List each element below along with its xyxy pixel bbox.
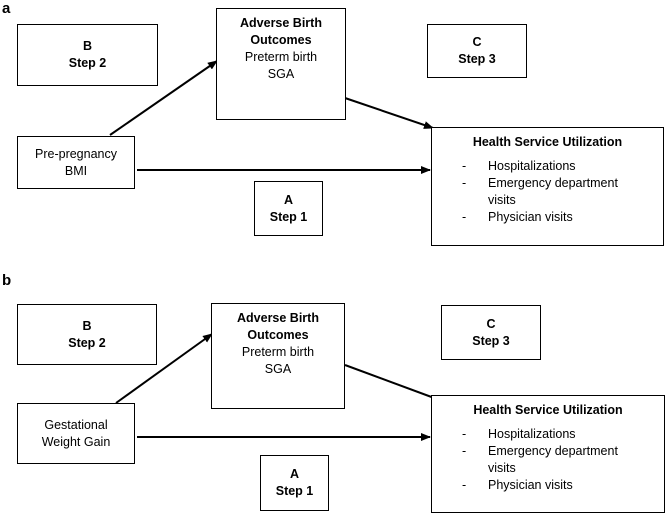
step-c-label: Step 3: [472, 333, 510, 348]
arrow-outcomes-to-utilization: [344, 97, 434, 129]
exposure-line1: Pre-pregnancy: [35, 146, 117, 161]
step-a-box: A Step 1: [260, 455, 329, 511]
exposure-box: Pre-pregnancy BMI: [17, 136, 135, 189]
step-c-box: C Step 3: [427, 24, 527, 78]
outcome-preterm-birth: Preterm birth: [241, 345, 315, 359]
panel-b: b B Step 2 Adverse Birth Outcomes Preter…: [0, 272, 669, 529]
adverse-birth-outcomes-box: Adverse Birth Outcomes Preterm birth SGA: [216, 8, 346, 120]
arrows-a: [109, 60, 434, 174]
outcomes-title-line2: Outcomes: [247, 328, 309, 342]
step-c-letter: C: [486, 316, 496, 331]
utilization-item-physician: - Physician visits: [462, 210, 573, 224]
exposure-line2: BMI: [64, 163, 88, 178]
step-b-label: Step 2: [68, 56, 107, 70]
arrow-exposure-to-outcomes: [115, 333, 213, 404]
health-service-utilization-box: Health Service Utilization - Hospitaliza…: [431, 395, 665, 513]
outcomes-title-line1: Adverse Birth: [240, 16, 322, 30]
outcomes-title-line1: Adverse Birth: [237, 311, 319, 325]
utilization-item-hospitalizations: - Hospitalizations: [462, 427, 576, 441]
panel-a: a B Step 2 Adverse Birth Outcomes Preter…: [0, 0, 669, 257]
arrow-exposure-to-outcomes: [109, 60, 218, 136]
step-c-letter: C: [472, 35, 482, 49]
step-a-letter: A: [289, 467, 300, 481]
exposure-line2: Weight Gain: [41, 434, 111, 449]
health-service-utilization-box: Health Service Utilization - Hospitaliza…: [431, 127, 664, 246]
utilization-title: Health Service Utilization: [472, 135, 623, 149]
arrows-b: [115, 333, 446, 441]
step-a-box: A Step 1: [254, 181, 323, 236]
step-b-letter: B: [82, 318, 92, 333]
step-b-letter: B: [82, 39, 93, 53]
step-c-box: C Step 3: [441, 305, 541, 360]
step-c-label: Step 3: [458, 52, 496, 66]
outcome-sga: SGA: [264, 362, 292, 376]
arrow-outcomes-to-utilization: [344, 364, 446, 403]
exposure-line1: Gestational: [44, 417, 108, 432]
step-a-letter: A: [283, 192, 294, 207]
exposure-box: Gestational Weight Gain: [17, 403, 135, 464]
step-b-label: Step 2: [68, 335, 106, 350]
panel-letter: a: [2, 0, 11, 17]
step-b-box: B Step 2: [17, 304, 157, 365]
step-a-label: Step 1: [269, 209, 308, 224]
adverse-birth-outcomes-box: Adverse Birth Outcomes Preterm birth SGA: [211, 303, 345, 409]
outcomes-title-line2: Outcomes: [250, 33, 312, 47]
step-b-box: B Step 2: [17, 24, 158, 86]
utilization-item-hospitalizations: - Hospitalizations: [462, 159, 576, 173]
utilization-item-physician: - Physician visits: [462, 478, 573, 492]
utilization-title: Health Service Utilization: [473, 403, 623, 417]
outcome-sga: SGA: [267, 67, 295, 81]
outcome-preterm-birth: Preterm birth: [244, 50, 318, 64]
panel-letter: b: [2, 272, 12, 289]
step-a-label: Step 1: [275, 484, 314, 498]
